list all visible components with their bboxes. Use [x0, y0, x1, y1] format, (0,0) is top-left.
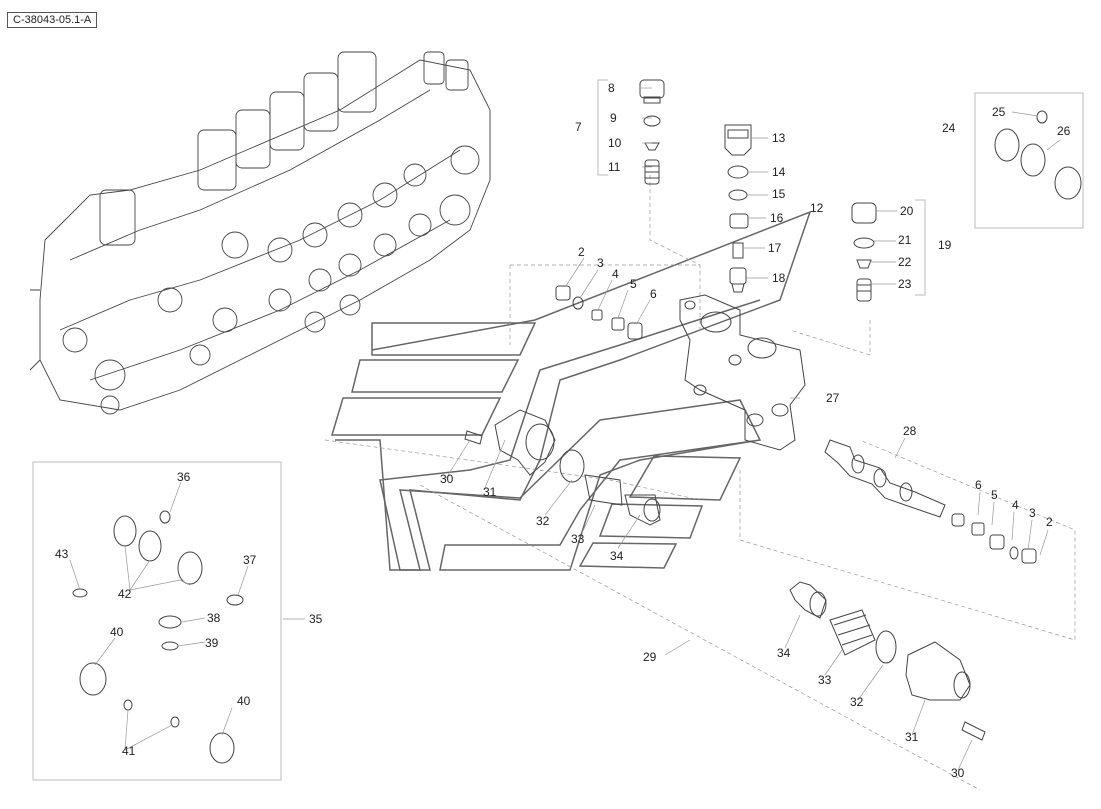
callout-43: 43 [55, 547, 69, 561]
callout-40-lower: 40 [237, 694, 251, 708]
callout-23: 23 [898, 277, 912, 291]
part-group-24 [974, 92, 1084, 229]
callout-40: 40 [110, 625, 124, 639]
callout-16: 16 [770, 211, 784, 225]
callout-42: 42 [118, 587, 132, 601]
callout-32-right: 32 [850, 695, 864, 709]
callout-24: 24 [942, 121, 956, 135]
callout-8: 8 [608, 81, 615, 95]
callout-28: 28 [903, 424, 917, 438]
callout-25: 25 [992, 105, 1006, 119]
part-group-19 [851, 199, 926, 302]
callout-17: 17 [768, 241, 782, 255]
part-group-12 [724, 124, 752, 293]
callout-39: 39 [205, 636, 219, 650]
valve-ports [62, 145, 480, 415]
callout-2: 2 [578, 245, 585, 259]
callout-4-right: 4 [1012, 498, 1019, 512]
callout-34-right: 34 [777, 646, 791, 660]
plug-set-left [555, 285, 643, 340]
callout-27: 27 [826, 391, 840, 405]
valve-block-assembly [29, 51, 491, 415]
callout-21: 21 [898, 233, 912, 247]
callout-11: 11 [608, 160, 621, 174]
callout-12: 12 [810, 201, 824, 215]
callout-20: 20 [900, 204, 914, 218]
callout-33-right: 33 [818, 673, 832, 687]
assembly-dashed-lines [324, 175, 1076, 791]
callout-18: 18 [772, 271, 786, 285]
reference-code: C-38043-05.1-A [7, 12, 98, 28]
callout-22: 22 [898, 255, 912, 269]
callout-7: 7 [575, 120, 582, 134]
callout-14: 14 [772, 165, 786, 179]
spool-caps [99, 51, 469, 246]
callout-33: 33 [571, 532, 585, 546]
callout-9: 9 [610, 111, 617, 125]
callout-30-right: 30 [951, 766, 965, 780]
callout-5-right: 5 [991, 488, 998, 502]
callout-30: 30 [440, 472, 454, 486]
callout-26: 26 [1057, 124, 1071, 138]
cap-assembly-right [789, 581, 986, 741]
callout-6-right: 6 [975, 478, 982, 492]
leader-lines [69, 87, 1061, 771]
callout-38: 38 [207, 611, 221, 625]
callout-41: 41 [122, 744, 136, 758]
callout-3: 3 [597, 256, 604, 270]
callout-32: 32 [536, 514, 550, 528]
callout-2-right: 2 [1046, 515, 1053, 529]
callout-31-right: 31 [905, 730, 919, 744]
cap-assembly-left [464, 409, 661, 526]
callout-31: 31 [483, 485, 497, 499]
callout-5: 5 [630, 277, 637, 291]
part-group-7 [597, 79, 665, 185]
callout-19: 19 [938, 238, 952, 252]
callout-35: 35 [309, 612, 323, 626]
callout-6: 6 [650, 287, 657, 301]
callout-36: 36 [177, 470, 191, 484]
section-outline [330, 210, 812, 571]
manifold-body [679, 294, 806, 451]
callout-37: 37 [243, 553, 257, 567]
plug-set-right [951, 513, 1037, 564]
seal-kit-box [32, 461, 282, 781]
callout-3-right: 3 [1029, 506, 1036, 520]
callout-29: 29 [643, 650, 657, 664]
callout-15: 15 [772, 187, 786, 201]
callout-4: 4 [612, 267, 619, 281]
callout-34: 34 [610, 549, 624, 563]
callout-13: 13 [772, 131, 786, 145]
callout-10: 10 [608, 136, 622, 150]
callout-labels: 2 3 4 5 6 7 8 9 10 11 12 13 14 15 16 17 … [55, 81, 1071, 780]
spool-28 [824, 439, 946, 518]
